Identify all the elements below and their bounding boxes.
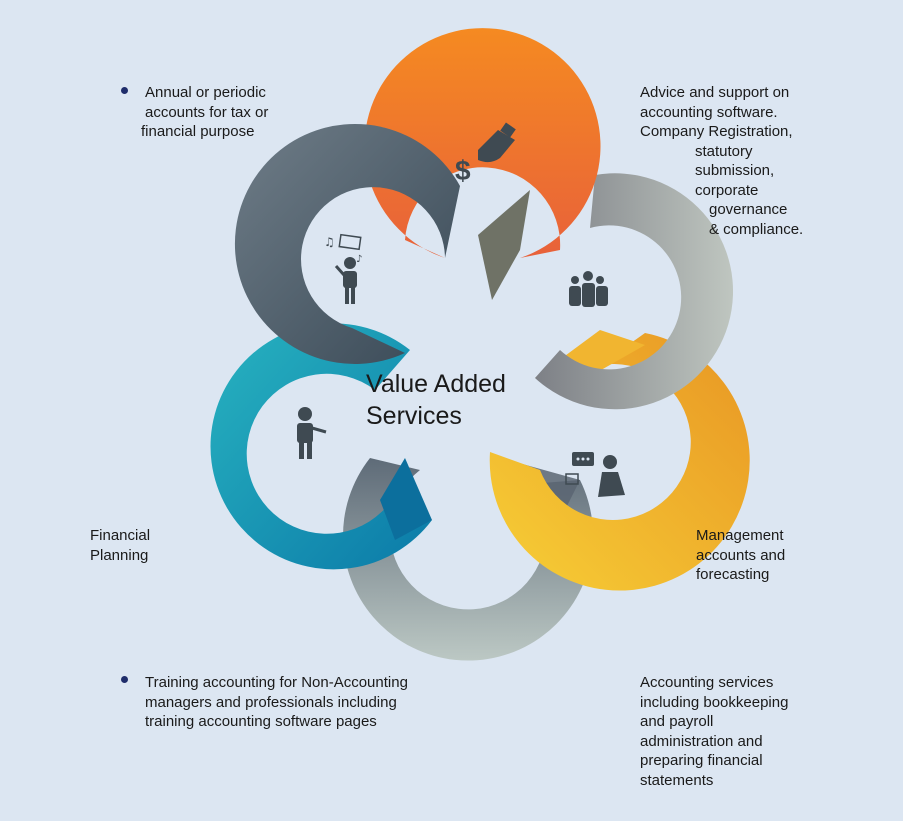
accounting-services-line: and payroll (640, 713, 714, 730)
svg-text:♫: ♫ (324, 235, 335, 249)
annual-accounts-line: accounts for tax or (145, 103, 269, 121)
label-training: Training accounting for Non-Accounting m… (145, 673, 408, 732)
management-accounts-line: forecasting (696, 566, 770, 583)
management-accounts-line: accounts and (696, 546, 786, 564)
financial-planning-line: Financial (90, 527, 151, 544)
label-advice-support: Advice and support on accounting softwar… (640, 83, 803, 239)
advice-support-line: governance (709, 201, 788, 218)
ring-financial-planning (210, 323, 432, 570)
bullet-training (121, 676, 128, 683)
speech-person-icon (565, 452, 625, 497)
advice-support-line: corporate (695, 181, 759, 199)
training-line: Training accounting for Non-Accounting (145, 674, 408, 691)
annual-accounts-line: Annual or periodic (145, 84, 266, 101)
teacher-person-icon (297, 407, 327, 459)
center-title-line-2: Services (366, 402, 462, 430)
label-management-accounts: Management accounts and forecasting (696, 526, 785, 585)
advice-support-line: accounting software. (640, 103, 778, 121)
advice-support-line: Advice and support on (640, 84, 790, 101)
center-title: Value Added Services (366, 368, 506, 432)
advice-support-line: & compliance. (709, 220, 804, 238)
financial-planning-line: Planning (90, 546, 149, 564)
group-people-icon (569, 271, 608, 307)
accounting-services-line: preparing financial (640, 752, 763, 769)
ring-company-registration (364, 28, 601, 300)
accounting-services-line: administration and (640, 732, 763, 750)
svg-text:$: $ (455, 155, 471, 186)
accounting-services-line: statements (640, 771, 714, 789)
label-financial-planning: Financial Planning (90, 526, 150, 565)
center-title-line-1: Value Added (366, 370, 506, 398)
accounting-services-line: including bookkeeping (640, 693, 789, 711)
advice-support-line: Company Registration, (640, 123, 793, 140)
svg-text:♪: ♪ (356, 254, 362, 265)
money-hand-icon: $ (455, 122, 516, 186)
bullet-annual-accounts (121, 87, 128, 94)
person-devices-icon: ♫ ♪ (324, 233, 362, 304)
ring-advice-support (535, 173, 734, 410)
advice-support-line: submission, (695, 162, 775, 179)
ring-annual-accounts (234, 123, 460, 364)
advice-support-line: statutory (695, 142, 753, 160)
accounting-services-line: Accounting services (640, 674, 774, 691)
label-accounting-services: Accounting services including bookkeepin… (640, 673, 788, 790)
management-accounts-line: Management (696, 527, 784, 544)
annual-accounts-line: financial purpose (141, 123, 255, 140)
label-annual-accounts: Annual or periodic accounts for tax or f… (141, 83, 269, 142)
training-line: training accounting software pages (145, 713, 377, 730)
training-line: managers and professionals including (145, 693, 397, 711)
